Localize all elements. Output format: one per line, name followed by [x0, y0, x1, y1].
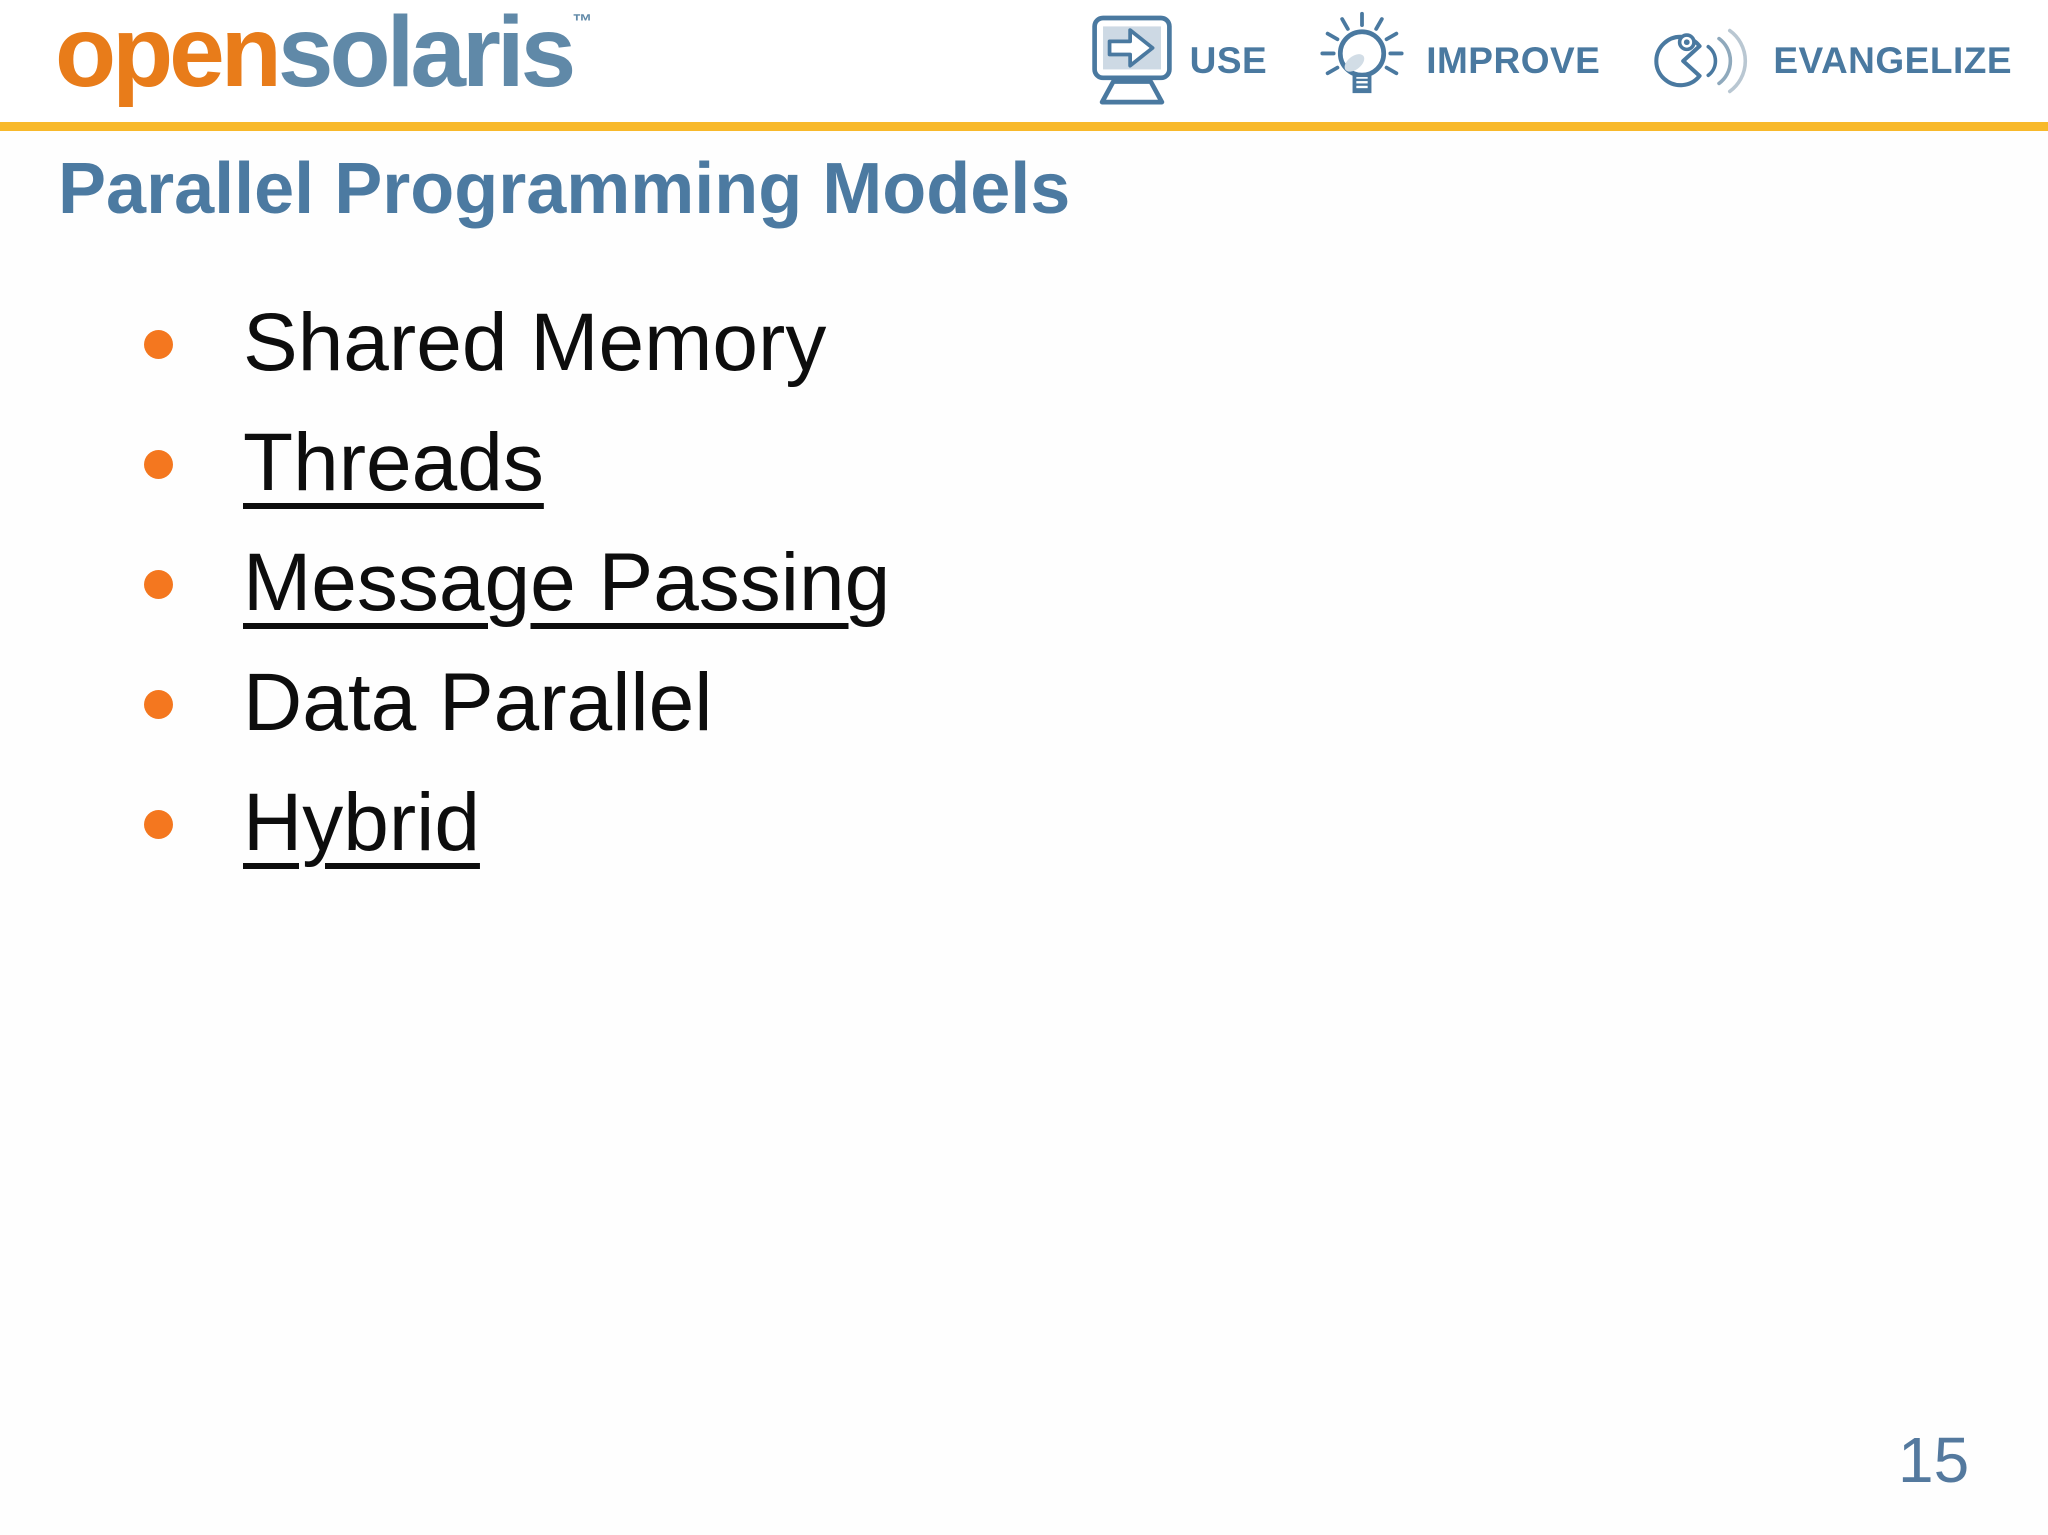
monitor-arrow-icon [1091, 15, 1172, 105]
bullet-item-shared-memory: Shared Memory [144, 283, 890, 403]
bullet-item-data-parallel: Data Parallel [144, 643, 890, 763]
trademark-symbol: ™ [572, 11, 593, 33]
lightbulb-icon [1320, 11, 1404, 94]
evangelize-label: EVANGELIZE [1773, 40, 2012, 81]
bullet-link-message-passing[interactable]: Message Passing [243, 537, 891, 628]
bullet-item-message-passing: Message Passing [144, 523, 890, 643]
bullet-icon [144, 569, 173, 599]
header-actions: USE [1089, 0, 2012, 122]
logo-solaris-text: solaris [277, 0, 576, 108]
logo-open-text: open [55, 0, 282, 108]
header-action-improve: IMPROVE [1313, 10, 1600, 112]
bullet-label: Data Parallel [243, 657, 713, 748]
yellow-divider [0, 122, 2048, 131]
bullet-list: Shared Memory Threads Message Passing Da… [144, 283, 890, 883]
header: opensolaris™ USE [0, 0, 2048, 122]
page-title: Parallel Programming Models [58, 149, 1071, 229]
bullet-link-threads[interactable]: Threads [243, 417, 544, 508]
header-action-evangelize: EVANGELIZE [1646, 18, 2012, 104]
improve-label: IMPROVE [1426, 40, 1601, 81]
page-number: 15 [1898, 1424, 1970, 1496]
bullet-icon [144, 809, 173, 839]
bullet-icon [144, 449, 173, 479]
bullet-item-hybrid: Hybrid [144, 763, 890, 883]
bullet-label: Shared Memory [243, 297, 827, 388]
speaking-face-icon [1654, 28, 1748, 94]
bullet-link-hybrid[interactable]: Hybrid [243, 777, 480, 868]
use-label: USE [1189, 40, 1268, 81]
bullet-item-threads: Threads [144, 403, 890, 523]
opensolaris-logo: opensolaris™ [55, 2, 592, 102]
bullet-icon [144, 329, 173, 359]
header-action-use: USE [1089, 12, 1268, 110]
bullet-icon [144, 689, 173, 719]
